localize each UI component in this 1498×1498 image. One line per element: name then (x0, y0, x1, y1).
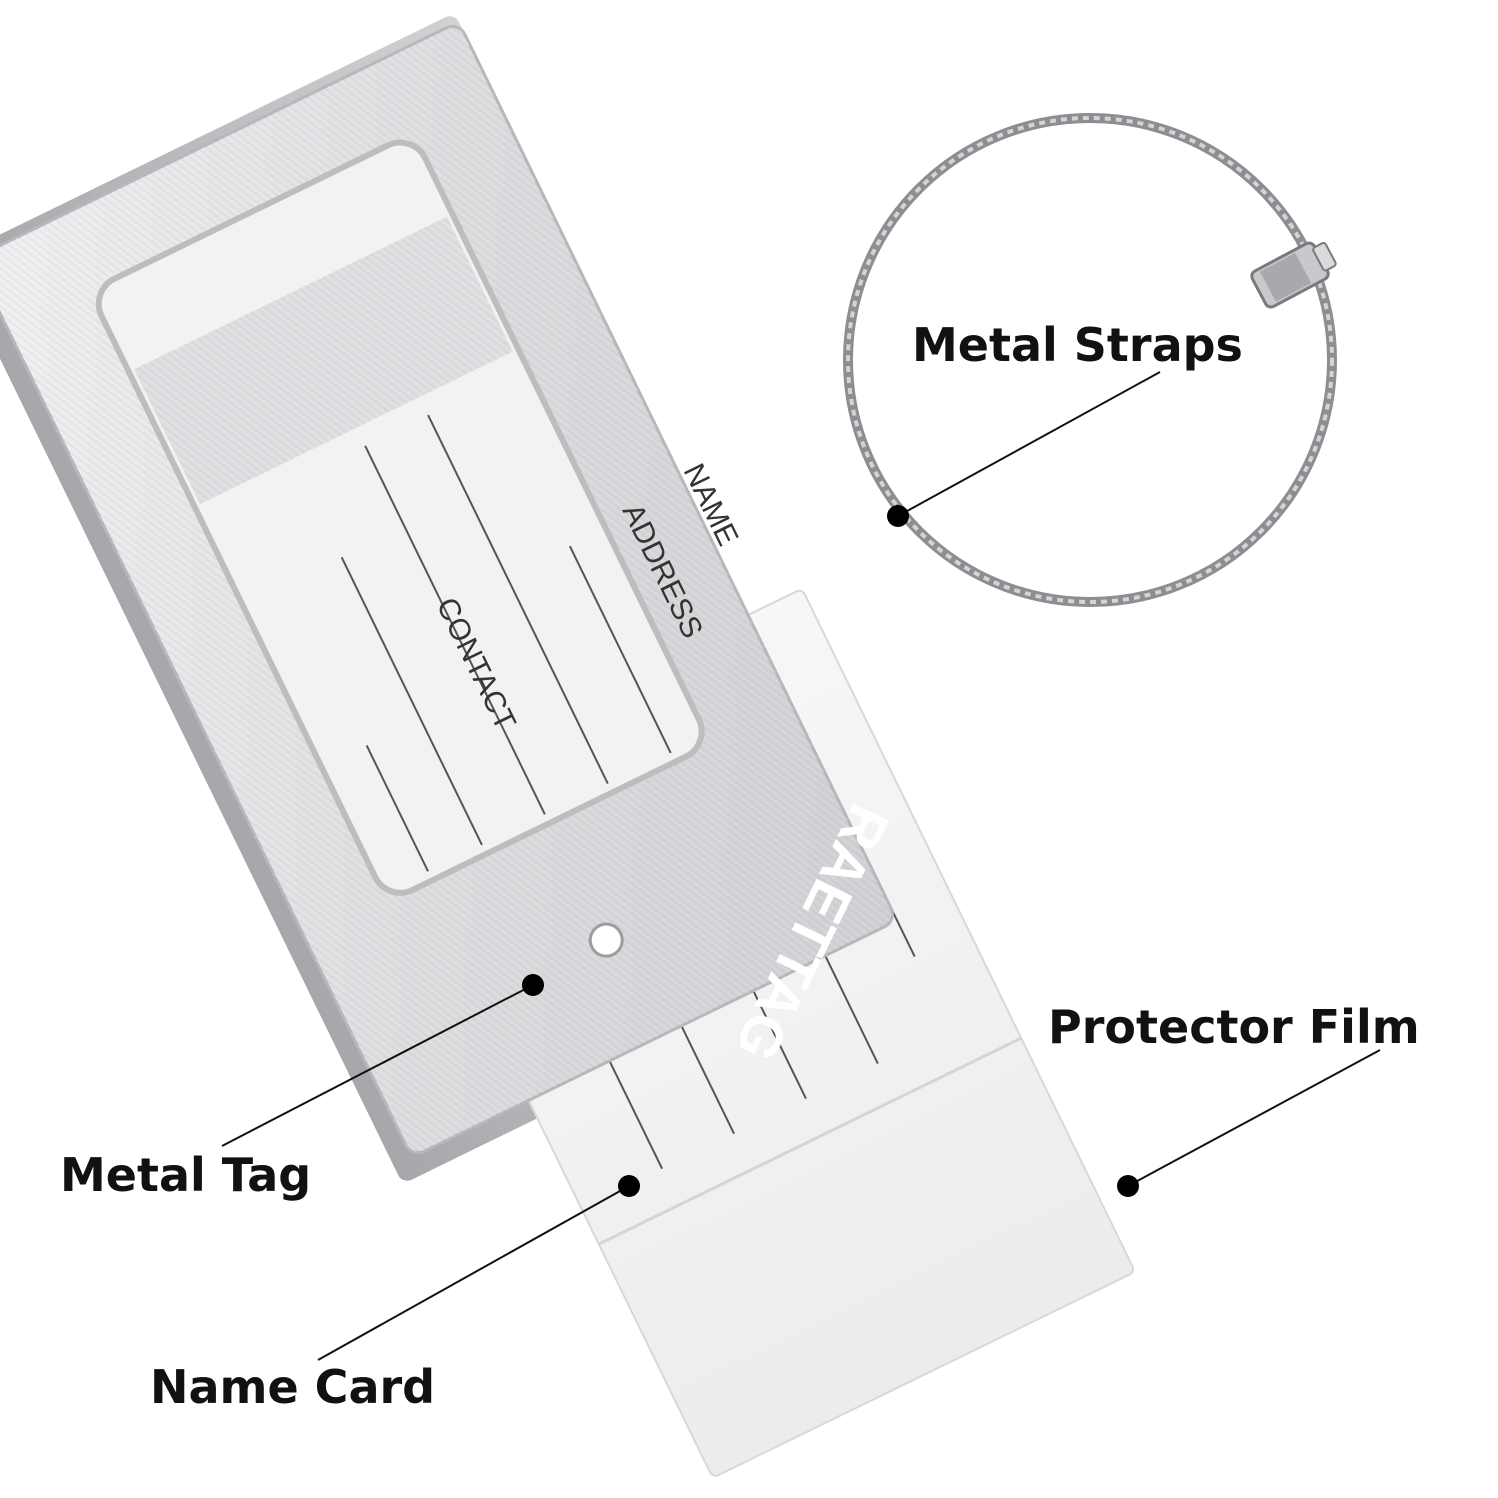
metal-tag-label: Metal Tag (60, 1148, 312, 1202)
protector-film-label: Protector Film (1048, 1000, 1420, 1054)
callout-leaders (221, 371, 1381, 1361)
tag-hole (588, 922, 624, 958)
metal-straps-dot (887, 505, 909, 527)
metal-tag-dot (522, 974, 544, 996)
name-card-dot (618, 1175, 640, 1197)
metal-straps-label: Metal Straps (912, 318, 1243, 372)
protector-film-dot (1117, 1175, 1139, 1197)
ring-screw-lock (1250, 241, 1337, 309)
film-fold-line (598, 1036, 1022, 1246)
name-card-label: Name Card (150, 1360, 436, 1414)
card-writing-lines (340, 414, 672, 872)
metal-strap-ring (843, 113, 1337, 607)
tag-assembly (0, 16, 1135, 1477)
